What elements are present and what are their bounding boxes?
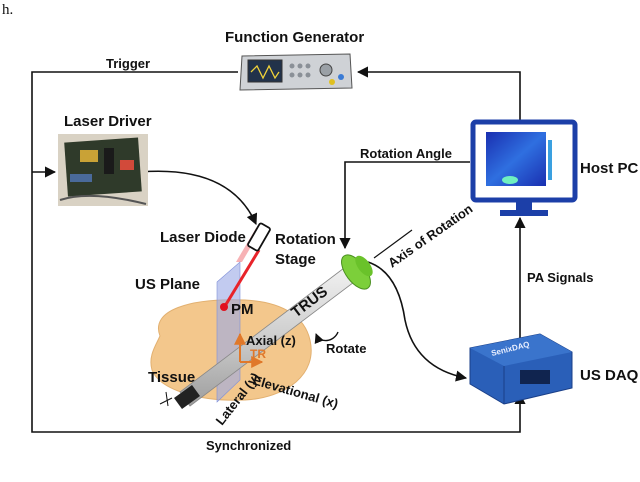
function-generator-label: Function Generator <box>225 29 364 46</box>
host-pc-label: Host PC <box>580 160 639 177</box>
rotation-stage-label-line2: Stage <box>275 251 316 268</box>
transducer-tip <box>174 385 200 409</box>
laser-beam <box>223 249 261 307</box>
pa-signals-label: PA Signals <box>527 270 593 285</box>
axis-of-rotation-label: Axis of Rotation <box>385 201 475 270</box>
rotation-angle-label: Rotation Angle <box>360 146 452 161</box>
trigger-label: Trigger <box>106 56 150 71</box>
us-daq-label: US DAQ <box>580 367 639 384</box>
laser-driver-label: Laser Driver <box>64 113 152 130</box>
panel-letter: h. <box>2 2 13 18</box>
laser-diode-label: Laser Diode <box>160 229 246 246</box>
beam-direction-hint <box>159 391 173 407</box>
function-generator-device <box>239 53 353 91</box>
synchronized-label: Synchronized <box>206 438 291 453</box>
pc-to-function-generator-wire <box>356 66 521 122</box>
host-pc-monitor <box>470 119 578 216</box>
pm-dot <box>220 303 228 311</box>
laser-diode-device <box>247 222 271 252</box>
tissue-label: Tissue <box>148 369 195 386</box>
tr-label: TR <box>250 347 266 361</box>
rotation-angle-wire <box>339 161 470 250</box>
us-daq-device: SenixDAQ <box>469 333 573 405</box>
axial-axis-label: Axial (z) <box>246 333 296 348</box>
rotate-label: Rotate <box>326 341 366 356</box>
axis-of-rotation-line <box>373 229 413 259</box>
synchronized-wire <box>31 71 526 433</box>
rotate-arrow <box>314 331 339 345</box>
laser-driver-board <box>58 134 148 206</box>
us-plane-label: US Plane <box>135 276 200 293</box>
trus-cable-wire <box>367 261 468 382</box>
rotation-stage <box>341 254 373 290</box>
rotation-stage-label-line1: Rotation <box>275 231 336 248</box>
laser-driver-to-diode-wire <box>139 170 258 226</box>
pm-label: PM <box>231 301 254 318</box>
